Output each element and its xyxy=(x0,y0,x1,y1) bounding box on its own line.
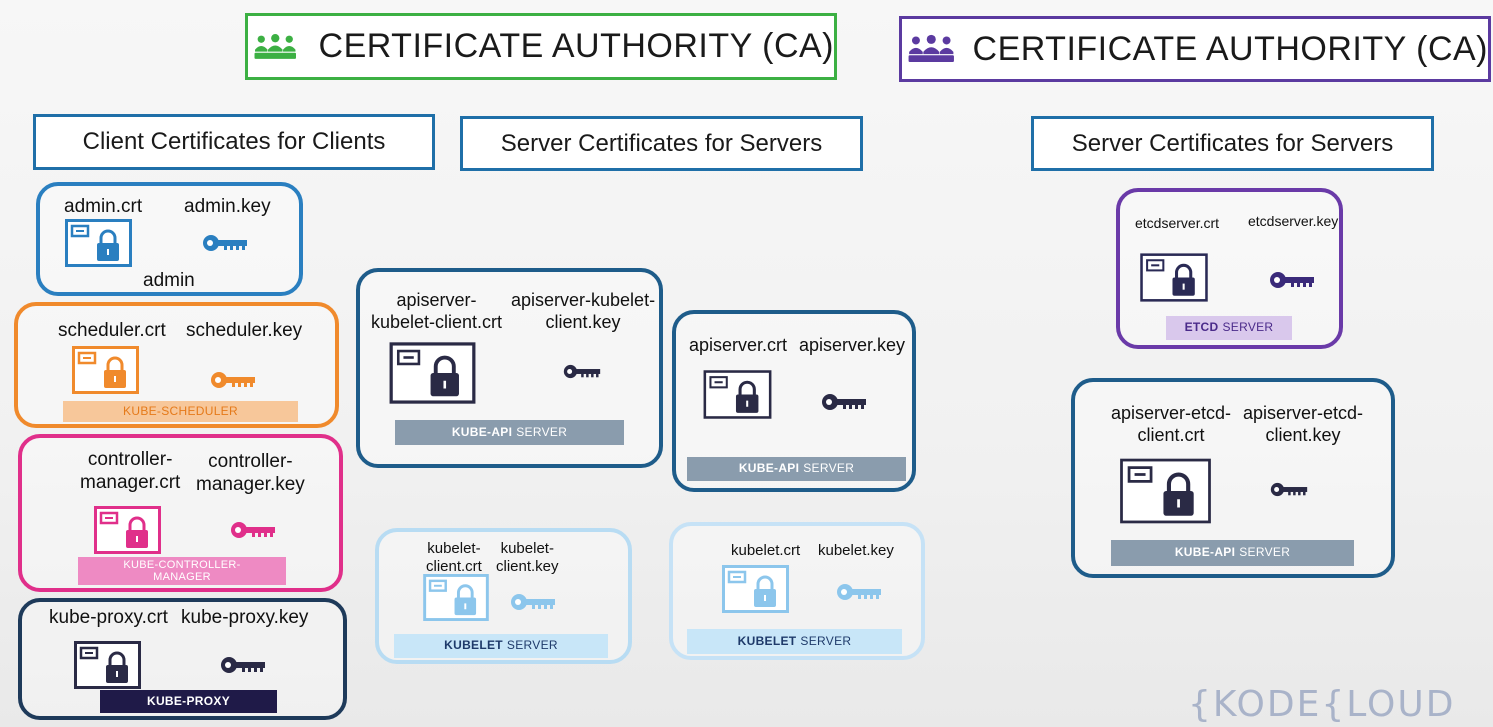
certificate-lock-icon xyxy=(1140,253,1208,302)
section-client-certificates: Client Certificates for Clients xyxy=(33,114,435,170)
bar-bold-label: KUBELET xyxy=(444,638,503,653)
admin-user-label: admin xyxy=(143,270,195,291)
bar-label: SERVER xyxy=(800,633,852,648)
controller-manager-key-label: controller- manager.key xyxy=(196,451,305,495)
bar-label: SERVER xyxy=(516,424,568,439)
key-icon xyxy=(211,372,255,388)
certificate-lock-icon xyxy=(423,574,489,621)
certificate-lock-icon xyxy=(74,641,141,689)
controller-manager-crt-label: controller- manager.crt xyxy=(80,449,181,493)
ca-title-right: CERTIFICATE AUTHORITY (CA) xyxy=(972,29,1488,68)
key-icon xyxy=(1270,272,1314,288)
certificate-lock-icon xyxy=(703,370,772,419)
kubelet-key-label: kubelet.key xyxy=(818,542,894,559)
section-server-certificates-middle: Server Certificates for Servers xyxy=(460,116,863,171)
kube-proxy-crt-label: kube-proxy.crt xyxy=(49,607,168,628)
certificate-lock-icon xyxy=(722,565,789,613)
kubelet-client-crt-label: kubelet- client.crt xyxy=(426,540,482,575)
key-icon xyxy=(231,522,275,538)
scheduler-key-label: scheduler.key xyxy=(186,320,303,341)
apiserver-kubelet-client-key-label: apiserver-kubelet- client.key xyxy=(511,290,656,332)
certificate-lock-icon xyxy=(65,219,132,267)
section-server-certificates-right: Server Certificates for Servers xyxy=(1031,116,1434,171)
bar-label: SERVER xyxy=(506,638,558,653)
certificate-lock-icon xyxy=(1120,458,1211,524)
ca-title-left: CERTIFICATE AUTHORITY (CA) xyxy=(318,27,834,65)
certificate-lock-icon xyxy=(94,506,161,554)
apiserver-key-label: apiserver.key xyxy=(799,335,906,355)
apiserver-crt-label: apiserver.crt xyxy=(689,335,788,355)
key-icon xyxy=(221,657,265,673)
apiserver-etcd-client-key-label: apiserver-etcd- client.key xyxy=(1243,403,1364,445)
kube-proxy-key-label: kube-proxy.key xyxy=(181,607,309,628)
bar-label: SERVER xyxy=(803,461,855,476)
kube-controller-manager-bar: KUBE-CONTROLLER- MANAGER xyxy=(78,557,286,585)
admin-key-label: admin.key xyxy=(184,196,271,217)
bar-bold-label: KUBE-API xyxy=(1174,545,1236,560)
kubelet-crt-label: kubelet.crt xyxy=(731,542,801,559)
kube-scheduler-bar: KUBE-SCHEDULER xyxy=(63,401,298,422)
people-group-icon xyxy=(908,34,954,63)
key-icon xyxy=(203,235,247,251)
apiserver-kubelet-client-crt-label: apiserver- kubelet-client.crt xyxy=(371,290,503,332)
bar-label: SERVER xyxy=(1239,545,1291,560)
bar-bold-label: KUBE-API xyxy=(738,461,800,476)
bar-bold-label: KUBE-API xyxy=(451,424,513,439)
admin-crt-label: admin.crt xyxy=(64,196,143,217)
bar-bold-label: ETCD xyxy=(1184,320,1219,335)
scheduler-crt-label: scheduler.crt xyxy=(58,320,166,341)
people-group-icon xyxy=(254,33,296,59)
ca-banner-left: CERTIFICATE AUTHORITY (CA) xyxy=(245,13,837,80)
bar-label: SERVER xyxy=(1222,320,1274,335)
certificate-lock-icon xyxy=(389,342,476,404)
etcd-crt-label: etcdserver.crt xyxy=(1135,215,1220,231)
key-icon xyxy=(563,364,601,379)
bar-bold-label: KUBELET xyxy=(737,633,797,648)
ca-banner-right: CERTIFICATE AUTHORITY (CA) xyxy=(899,16,1491,82)
etcd-key-label: etcdserver.key xyxy=(1248,213,1339,229)
key-icon xyxy=(837,584,881,600)
certificate-lock-icon xyxy=(72,346,139,394)
key-icon xyxy=(1270,482,1308,497)
key-icon xyxy=(822,394,866,410)
key-icon xyxy=(511,594,555,610)
kodekloud-logo: {KODE{LOUD xyxy=(1188,684,1456,725)
apiserver-etcd-client-crt-label: apiserver-etcd- client.crt xyxy=(1111,403,1232,445)
kubelet-client-key-label: kubelet- client.key xyxy=(496,540,559,575)
kube-proxy-bar: KUBE-PROXY xyxy=(100,690,277,713)
